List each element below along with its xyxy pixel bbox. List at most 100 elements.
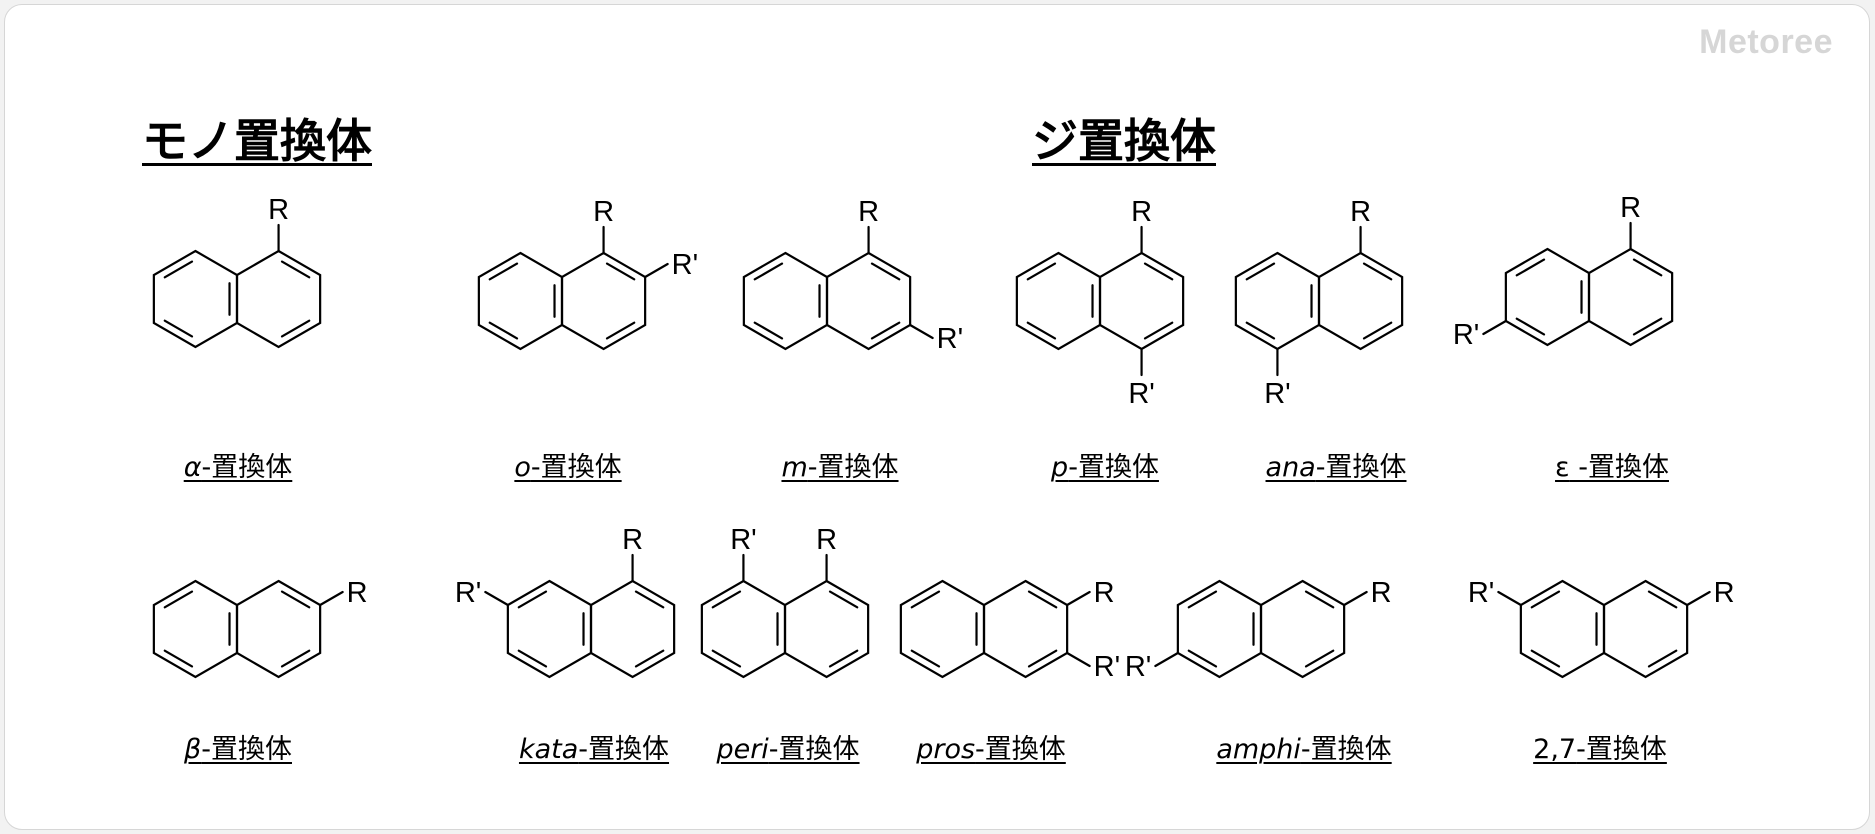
structure-amphi: R R' (1125, 577, 1392, 683)
right-ring (1587, 247, 1674, 347)
double-bond (1362, 321, 1393, 340)
caption-beta: β-置換体 (184, 727, 292, 766)
double-bond (1245, 321, 1276, 340)
substituent-bond (1066, 590, 1091, 607)
double-bond (163, 590, 194, 609)
structure-peri: R R' (700, 524, 870, 679)
label-r: R (1371, 577, 1392, 609)
left-ring (899, 579, 986, 679)
right-ring (235, 579, 322, 679)
double-bond (1143, 262, 1174, 281)
double-bond (1647, 590, 1678, 609)
label-r: R (622, 524, 643, 556)
double-bond (1647, 649, 1678, 668)
caption-suffix: -置換体 (201, 452, 293, 483)
label-r: R (1714, 577, 1735, 609)
caption-meta: m-置換体 (781, 445, 898, 484)
double-bond (1362, 262, 1393, 281)
caption-suffix: -置換体 (975, 734, 1066, 765)
double-bond (163, 319, 194, 338)
label-r-prime: R' (730, 524, 756, 556)
caption-prefix: p (1051, 452, 1069, 483)
left-ring (700, 579, 787, 679)
caption-pros: pros-置換体 (916, 727, 1066, 766)
label-r-prime: R' (1128, 378, 1154, 410)
double-bond (1027, 649, 1058, 668)
right-ring (589, 579, 676, 679)
right-ring (982, 579, 1069, 679)
caption-epsilon: ε -置換体 (1555, 445, 1669, 484)
label-r: R (347, 577, 368, 609)
label-r-prime: R' (1264, 378, 1290, 410)
double-bond (1304, 590, 1335, 609)
double-bond (280, 319, 311, 338)
double-bond (1026, 262, 1057, 281)
label-r-prime: R' (1094, 651, 1120, 683)
caption-prefix: pros (916, 734, 976, 765)
structure-pros: R R' (899, 577, 1120, 683)
right-ring (825, 251, 912, 351)
double-bond (828, 649, 859, 668)
right-ring (1098, 251, 1185, 351)
double-bond (1530, 590, 1561, 609)
structure-ana: RR' (1234, 196, 1404, 410)
caption-prefix: β (184, 734, 202, 765)
left-ring (1234, 251, 1321, 351)
double-bond (517, 649, 548, 668)
caption-ortho: o-置換体 (514, 445, 621, 484)
double-bond (1632, 258, 1663, 277)
heading-mono-substituted: モノ置換体 (142, 114, 372, 168)
double-bond (711, 649, 742, 668)
caption-suffix: -置換体 (201, 734, 292, 765)
substituent-bond (1343, 590, 1368, 607)
double-bond (1304, 649, 1335, 668)
left-ring (1015, 251, 1102, 351)
caption-prefix: peri (716, 734, 769, 765)
label-r: R (268, 194, 289, 226)
label-r-prime: R' (672, 249, 698, 281)
caption-prefix: o (514, 452, 531, 483)
label-r: R (858, 196, 879, 228)
right-ring (235, 249, 322, 349)
label-r-prime: R' (455, 577, 481, 609)
caption-para: p-置換体 (1051, 445, 1159, 484)
caption-suffix: -置換体 (768, 734, 860, 765)
double-bond (634, 590, 665, 609)
label-r: R (816, 524, 837, 556)
left-ring (1176, 579, 1263, 679)
double-bond (517, 590, 548, 609)
label-r-prime: R' (1125, 651, 1151, 683)
left-ring (742, 251, 829, 351)
structure-2-7: RR' (1468, 577, 1735, 679)
right-ring (1602, 579, 1689, 679)
caption-suffix: -置換体 (807, 452, 899, 483)
double-bond (1515, 258, 1546, 277)
substituent-bond (1066, 651, 1091, 668)
caption-suffix: -置換体 (1315, 452, 1407, 483)
right-ring (783, 579, 870, 679)
caption-peri: peri-置換体 (716, 727, 859, 766)
caption-kata: kata-置換体 (519, 727, 669, 766)
caption-prefix: ε (1555, 452, 1570, 483)
double-bond (1187, 649, 1218, 668)
structure-meta: RR' (742, 196, 963, 355)
left-ring (1519, 579, 1606, 679)
structure-kata: R R' (455, 524, 676, 679)
double-bond (1245, 262, 1276, 281)
double-bond (280, 590, 311, 609)
double-bond (605, 321, 636, 340)
label-r: R (1094, 577, 1115, 609)
double-bond (910, 590, 941, 609)
right-ring (1259, 579, 1346, 679)
heading-di-substituted: ジ置換体 (1032, 114, 1216, 168)
caption-prefix: kata (518, 734, 579, 765)
caption-prefix: ana (1265, 452, 1316, 483)
structure-beta: R (152, 577, 368, 679)
left-ring (1504, 247, 1591, 347)
left-ring (477, 251, 564, 351)
caption-alpha: α-置換体 (184, 445, 293, 484)
double-bond (1027, 590, 1058, 609)
label-r: R (593, 196, 614, 228)
caption-ana: ana-置換体 (1266, 445, 1407, 484)
